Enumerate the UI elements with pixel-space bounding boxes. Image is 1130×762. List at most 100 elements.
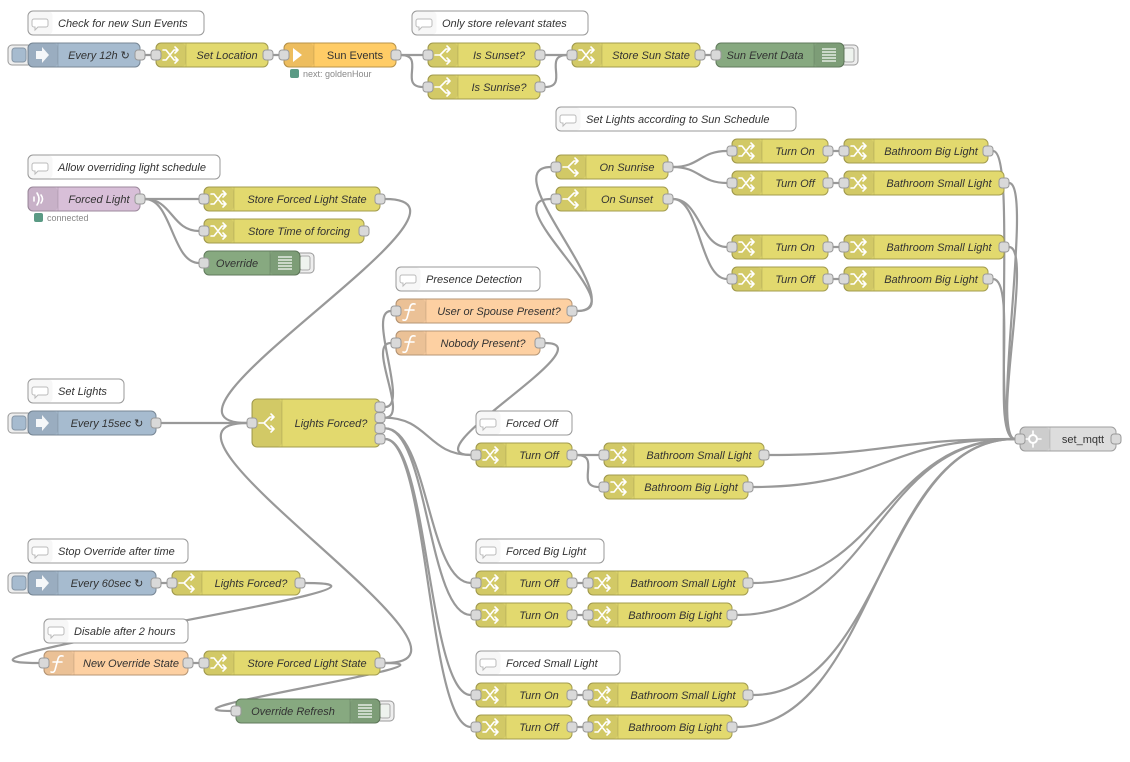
node-fo_off[interactable]: Turn Off: [470, 442, 578, 468]
wire-storeforced2-to-lightsforced[interactable]: [219, 421, 413, 665]
node-bbl1[interactable]: Bathroom Big Light: [838, 138, 994, 164]
input-port[interactable]: [422, 81, 434, 93]
input-port[interactable]: [470, 689, 482, 701]
node-onsunset[interactable]: On Sunset: [550, 186, 674, 212]
node-bsl1[interactable]: Bathroom Small Light: [838, 170, 1010, 196]
node-override[interactable]: Override: [198, 250, 315, 276]
input-port[interactable]: [390, 305, 402, 317]
node-inj60[interactable]: Every 60sec ↻: [7, 570, 162, 596]
wire-storeforced-to-lightsforced[interactable]: [220, 197, 412, 425]
output-port[interactable]: [982, 273, 994, 285]
wire-lightsforced-to-fb_on[interactable]: [384, 427, 472, 617]
output-port[interactable]: [358, 225, 370, 237]
output-port[interactable]: [534, 81, 546, 93]
output-port[interactable]: [374, 412, 386, 424]
input-port[interactable]: [726, 273, 738, 285]
node-storesun[interactable]: Store Sun State: [566, 42, 706, 68]
input-port[interactable]: [422, 49, 434, 61]
output-port[interactable]: [998, 241, 1010, 253]
output-port[interactable]: [822, 241, 834, 253]
input-port[interactable]: [582, 577, 594, 589]
comment-c7[interactable]: Forced Off: [475, 410, 573, 436]
input-port[interactable]: [838, 241, 850, 253]
wire-sun-to-issunrise[interactable]: [400, 53, 424, 89]
output-port[interactable]: [998, 177, 1010, 189]
wire-lightsforced-to-nobody[interactable]: [381, 341, 395, 419]
wire-fb_bbl-to-setmqtt[interactable]: [736, 437, 1016, 617]
node-bbl2[interactable]: Bathroom Big Light: [838, 266, 994, 292]
output-port[interactable]: [822, 273, 834, 285]
input-port[interactable]: [198, 193, 210, 205]
node-lightsforced[interactable]: Lights Forced?: [246, 398, 386, 448]
wire-onsunrise-to-toff1[interactable]: [672, 165, 728, 185]
node-fs_on[interactable]: Turn On: [470, 682, 578, 708]
input-port[interactable]: [246, 417, 258, 429]
node-issunset[interactable]: Is Sunset?: [422, 42, 546, 68]
comment-c9[interactable]: Stop Override after time: [27, 538, 189, 564]
wire-issunrise-to-storesun[interactable]: [544, 53, 568, 89]
output-port[interactable]: [742, 481, 754, 493]
wire-fb_bsl-to-setmqtt[interactable]: [752, 437, 1016, 585]
node-toff2[interactable]: Turn Off: [726, 266, 834, 292]
output-port[interactable]: [742, 689, 754, 701]
node-fs_off[interactable]: Turn Off: [470, 714, 578, 740]
node-onsunrise[interactable]: On Sunrise: [550, 154, 674, 180]
input-port[interactable]: [550, 193, 562, 205]
output-port[interactable]: [374, 422, 386, 434]
node-fo_bbl[interactable]: Bathroom Big Light: [598, 474, 754, 500]
output-port[interactable]: [294, 577, 306, 589]
node-inj12[interactable]: Every 12h ↻: [7, 42, 146, 68]
node-toff1[interactable]: Turn Off: [726, 170, 834, 196]
wire-fo_off-to-fo_bbl[interactable]: [576, 453, 600, 489]
node-bsl2[interactable]: Bathroom Small Light: [838, 234, 1010, 260]
input-port[interactable]: [470, 449, 482, 461]
input-port[interactable]: [550, 161, 562, 173]
wire-lightsforced-to-fs_on[interactable]: [384, 437, 472, 697]
wire-onsunrise-to-ton1[interactable]: [672, 149, 728, 169]
input-port[interactable]: [470, 577, 482, 589]
comment-c2[interactable]: Only store relevant states: [411, 10, 589, 36]
output-port[interactable]: [262, 49, 274, 61]
node-fo_bsl[interactable]: Bathroom Small Light: [598, 442, 770, 468]
output-port[interactable]: [150, 417, 162, 429]
comment-c11[interactable]: Forced Small Light: [475, 650, 621, 676]
input-port[interactable]: [726, 241, 738, 253]
input-port[interactable]: [598, 449, 610, 461]
comment-c6[interactable]: Set Lights: [27, 378, 125, 404]
output-port[interactable]: [390, 49, 402, 61]
input-port[interactable]: [582, 721, 594, 733]
output-port[interactable]: [726, 609, 738, 621]
node-issunrise[interactable]: Is Sunrise?: [422, 74, 546, 100]
input-port[interactable]: [566, 49, 578, 61]
input-port[interactable]: [198, 225, 210, 237]
output-port[interactable]: [822, 145, 834, 157]
output-port[interactable]: [374, 657, 386, 669]
input-port[interactable]: [838, 145, 850, 157]
node-lightsforced2[interactable]: Lights Forced?: [166, 570, 306, 596]
output-port[interactable]: [534, 49, 546, 61]
output-port[interactable]: [566, 577, 578, 589]
input-port[interactable]: [1014, 433, 1026, 445]
output-port[interactable]: [566, 449, 578, 461]
input-port[interactable]: [470, 721, 482, 733]
node-fb_bsl[interactable]: Bathroom Small Light: [582, 570, 754, 596]
input-port[interactable]: [838, 177, 850, 189]
output-port[interactable]: [662, 193, 674, 205]
wire-storeforced2-to-overrideref[interactable]: [214, 661, 402, 713]
node-inj15[interactable]: Every 15sec ↻: [7, 410, 162, 436]
output-port[interactable]: [374, 401, 386, 413]
node-newoverride[interactable]: New Override State: [38, 650, 194, 676]
wire-fs_bbl-to-setmqtt[interactable]: [736, 437, 1016, 729]
output-port[interactable]: [566, 721, 578, 733]
input-port[interactable]: [710, 49, 722, 61]
wire-lightsforced-to-userpresent[interactable]: [381, 309, 395, 409]
output-port[interactable]: [1110, 433, 1122, 445]
wire-forced-to-override[interactable]: [144, 197, 200, 265]
comment-c1[interactable]: Check for new Sun Events: [27, 10, 205, 36]
node-ton1[interactable]: Turn On: [726, 138, 834, 164]
wire-fo_bbl-to-setmqtt[interactable]: [752, 437, 1016, 489]
input-port[interactable]: [390, 337, 402, 349]
output-port[interactable]: [694, 49, 706, 61]
